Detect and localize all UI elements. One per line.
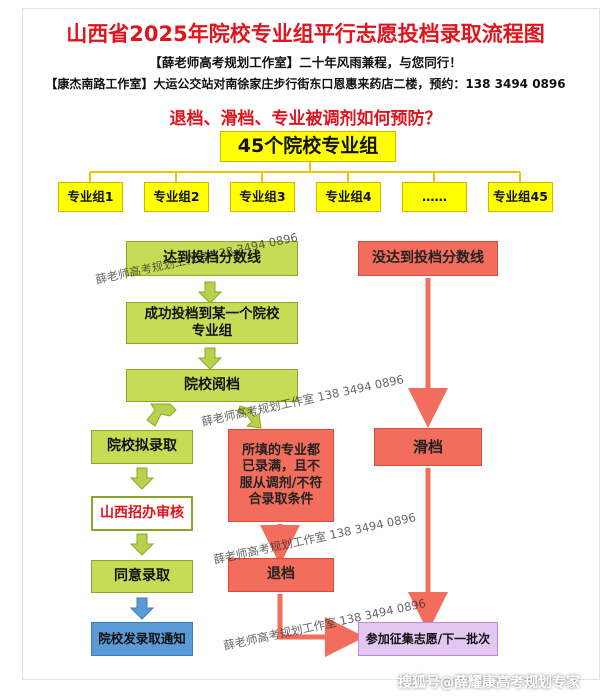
next-round-box: 参加征集志愿/下一批次 xyxy=(358,622,498,656)
group-item-1: 专业组1 xyxy=(58,182,123,212)
success-placement-box: 成功投档到某一个院校专业组 xyxy=(126,302,298,344)
blue-arrow xyxy=(129,597,155,620)
admission-notice-box: 院校发录取通知 xyxy=(91,622,193,656)
agree-admission-box: 同意录取 xyxy=(91,560,193,593)
not-reach-score-line-box: 没达到投档分数线 xyxy=(358,241,498,276)
proposed-admission-box: 院校拟录取 xyxy=(91,430,193,464)
sohu-footer: 搜狐号@薛耀康高考规划专家 xyxy=(398,675,580,691)
reject-box: 退档 xyxy=(228,558,334,592)
studio-address: 【康杰南路工作室】大运公交站对南徐家庄步行街东口恩惠来药店二楼，预约：138 3… xyxy=(45,77,566,91)
group-item-3: 专业组3 xyxy=(230,182,295,212)
shanxi-audit-box: 山西招办审核 xyxy=(91,496,193,531)
red-arrows xyxy=(260,278,448,657)
prevention-question: 退档、滑档、专业被调剂如何预防？ xyxy=(169,109,442,129)
group-item-ellipsis: …… xyxy=(402,182,467,212)
group-item-4: 专业组4 xyxy=(316,182,381,212)
school-review-box: 院校阅档 xyxy=(126,369,298,402)
page-title: 山西省2025年院校专业组平行志愿投档录取流程图 xyxy=(66,22,545,46)
green-arrows xyxy=(129,281,262,556)
studio-slogan: 【薛老师高考规划工作室】二十年风雨兼程，与您同行！ xyxy=(149,55,462,70)
majors-full-box: 所填的专业都已录满，且不服从调剂/不符合录取条件 xyxy=(228,429,334,522)
reach-score-line-box: 达到投档分数线 xyxy=(126,241,298,276)
group-bracket-lines xyxy=(89,161,521,182)
main-group-box: 45个院校专业组 xyxy=(220,131,396,162)
slide-box: 滑档 xyxy=(374,428,482,466)
group-item-45: 专业组45 xyxy=(488,182,553,212)
page-frame xyxy=(22,8,600,680)
group-item-2: 专业组2 xyxy=(144,182,209,212)
